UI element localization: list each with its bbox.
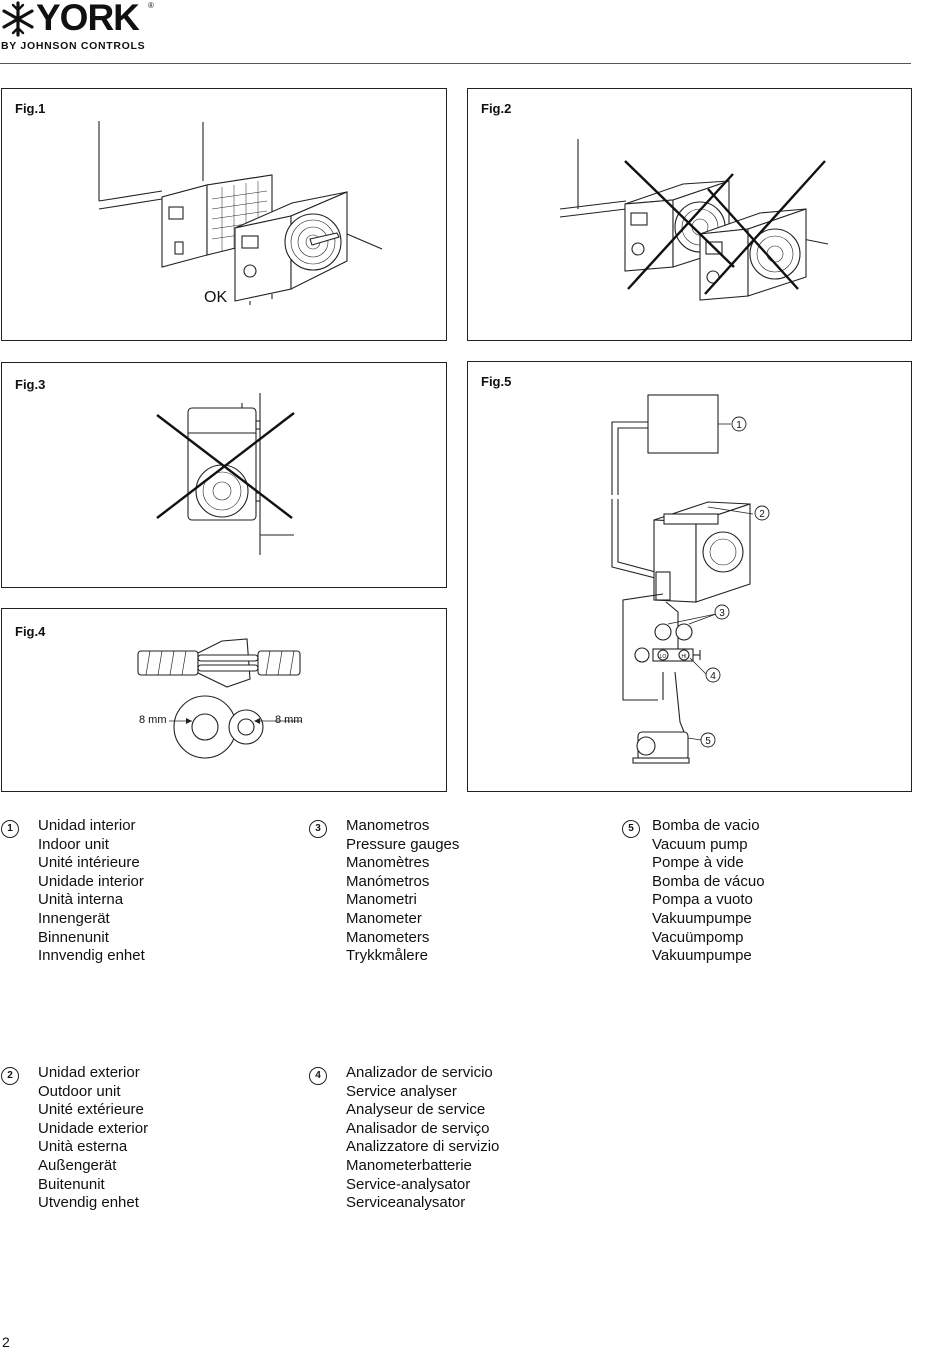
- legend-text: Analisador de serviço: [346, 1119, 490, 1137]
- figure-1-illustration: [98, 121, 383, 305]
- legend-text: Innvendig enhet: [38, 947, 145, 965]
- figure-4-panel: Fig.4 8 mm: [1, 608, 447, 792]
- registered-mark: ®: [148, 1, 154, 10]
- legend-text: Unité extérieure: [38, 1101, 144, 1119]
- figure-3-panel: Fig.3: [1, 362, 447, 588]
- legend-text: Bomba de vacio: [652, 817, 760, 834]
- legend-number-5: 5: [622, 820, 640, 838]
- legend-text: Binnenunit: [38, 928, 109, 946]
- figure-5-caption: Fig.5: [481, 374, 512, 389]
- legend-text: Service analyser: [346, 1082, 457, 1100]
- header-divider: [0, 63, 911, 64]
- legend-text: Vacuum pump: [652, 835, 748, 853]
- legend-text: Utvendig enhet: [38, 1194, 139, 1212]
- legend-text: Vacuümpomp: [652, 928, 744, 946]
- legend-text: Buitenunit: [38, 1175, 105, 1193]
- legend-number-4: 4: [309, 1067, 327, 1085]
- gauge-hi-label: HI: [682, 654, 687, 660]
- legend-text: Unidad exterior: [38, 1064, 140, 1081]
- legend-text: Analizzatore di servizio: [346, 1138, 500, 1156]
- legend-text: Pompe à vide: [652, 854, 744, 872]
- figure-2-illustration: [559, 139, 829, 301]
- legend-text: Trykkmålere: [346, 947, 428, 965]
- figure-4-illustration: [137, 638, 302, 759]
- callout-1: 1: [736, 420, 742, 431]
- legend-text: Unité intérieure: [38, 854, 140, 872]
- legend-text: Manometers: [346, 928, 430, 946]
- figure-1-caption: Fig.1: [15, 101, 46, 116]
- legend-text: Außengerät: [38, 1156, 117, 1174]
- brand-name: YORK: [36, 0, 140, 38]
- figure-1-panel: Fig.1: [1, 88, 447, 341]
- legend-text: Pressure gauges: [346, 835, 460, 853]
- legend-number-1: 1: [1, 820, 19, 838]
- figure-2-caption: Fig.2: [481, 101, 512, 116]
- legend-text: Service-analysator: [346, 1175, 471, 1193]
- figure-1-ok-label: OK: [204, 289, 228, 306]
- legend-text: Outdoor unit: [38, 1082, 121, 1100]
- legend-text: Analyseur de service: [346, 1101, 486, 1119]
- legend-text: Manometri: [346, 891, 417, 909]
- figure-3-illustration: [156, 393, 295, 555]
- figure-3-caption: Fig.3: [15, 377, 46, 392]
- legend-text: Vakuumpumpe: [652, 947, 752, 965]
- legend-text: Manometer: [346, 909, 422, 927]
- legend-text: Serviceanalysator: [346, 1194, 466, 1212]
- figure-4-caption: Fig.4: [15, 624, 46, 639]
- page-number: 2: [2, 1334, 10, 1350]
- figure-2-cross-out: [624, 160, 826, 295]
- callout-2: 2: [759, 509, 765, 520]
- legend-text: Manomètres: [346, 854, 430, 872]
- legend-text: Manometros: [346, 817, 430, 834]
- dimension-right: 8 mm: [275, 714, 303, 726]
- dimension-left: 8 mm: [139, 714, 167, 726]
- figure-3-cross-out: [156, 412, 295, 519]
- legend-text: Pompa a vuoto: [652, 891, 753, 909]
- callout-5: 5: [705, 736, 711, 747]
- legend-text: Analizador de servicio: [346, 1064, 493, 1081]
- legend-text: Manómetros: [346, 872, 430, 890]
- legend-text: Bomba de vácuo: [652, 872, 765, 890]
- legend-text: Unidad interior: [38, 817, 136, 834]
- figure-5-panel: Fig.5: [467, 361, 912, 792]
- callout-4: 4: [710, 671, 716, 682]
- snowflake-icon: [2, 1, 34, 37]
- legend-text: Innengerät: [38, 909, 110, 927]
- legend-text: Unidade exterior: [38, 1119, 149, 1137]
- legend-text: Manometerbatterie: [346, 1156, 472, 1174]
- callout-3: 3: [719, 608, 725, 619]
- legend-text: Unidade interior: [38, 872, 144, 890]
- legend-text: Indoor unit: [38, 835, 109, 853]
- legend-number-2: 2: [1, 1067, 19, 1085]
- gauge-lo-label: LO: [660, 654, 667, 660]
- legend-text: Unità esterna: [38, 1138, 128, 1156]
- legend-text: Vakuumpumpe: [652, 909, 752, 927]
- figure-5-illustration: 1 2 3 4 5 LO HI: [608, 394, 770, 764]
- brand-tagline: BY JOHNSON CONTROLS: [1, 40, 146, 52]
- figure-2-panel: Fig.2: [467, 88, 912, 341]
- legend-number-3: 3: [309, 820, 327, 838]
- legend-text: Unità interna: [38, 891, 124, 909]
- york-logo: YORK ® BY JOHNSON CONTROLS: [0, 0, 160, 56]
